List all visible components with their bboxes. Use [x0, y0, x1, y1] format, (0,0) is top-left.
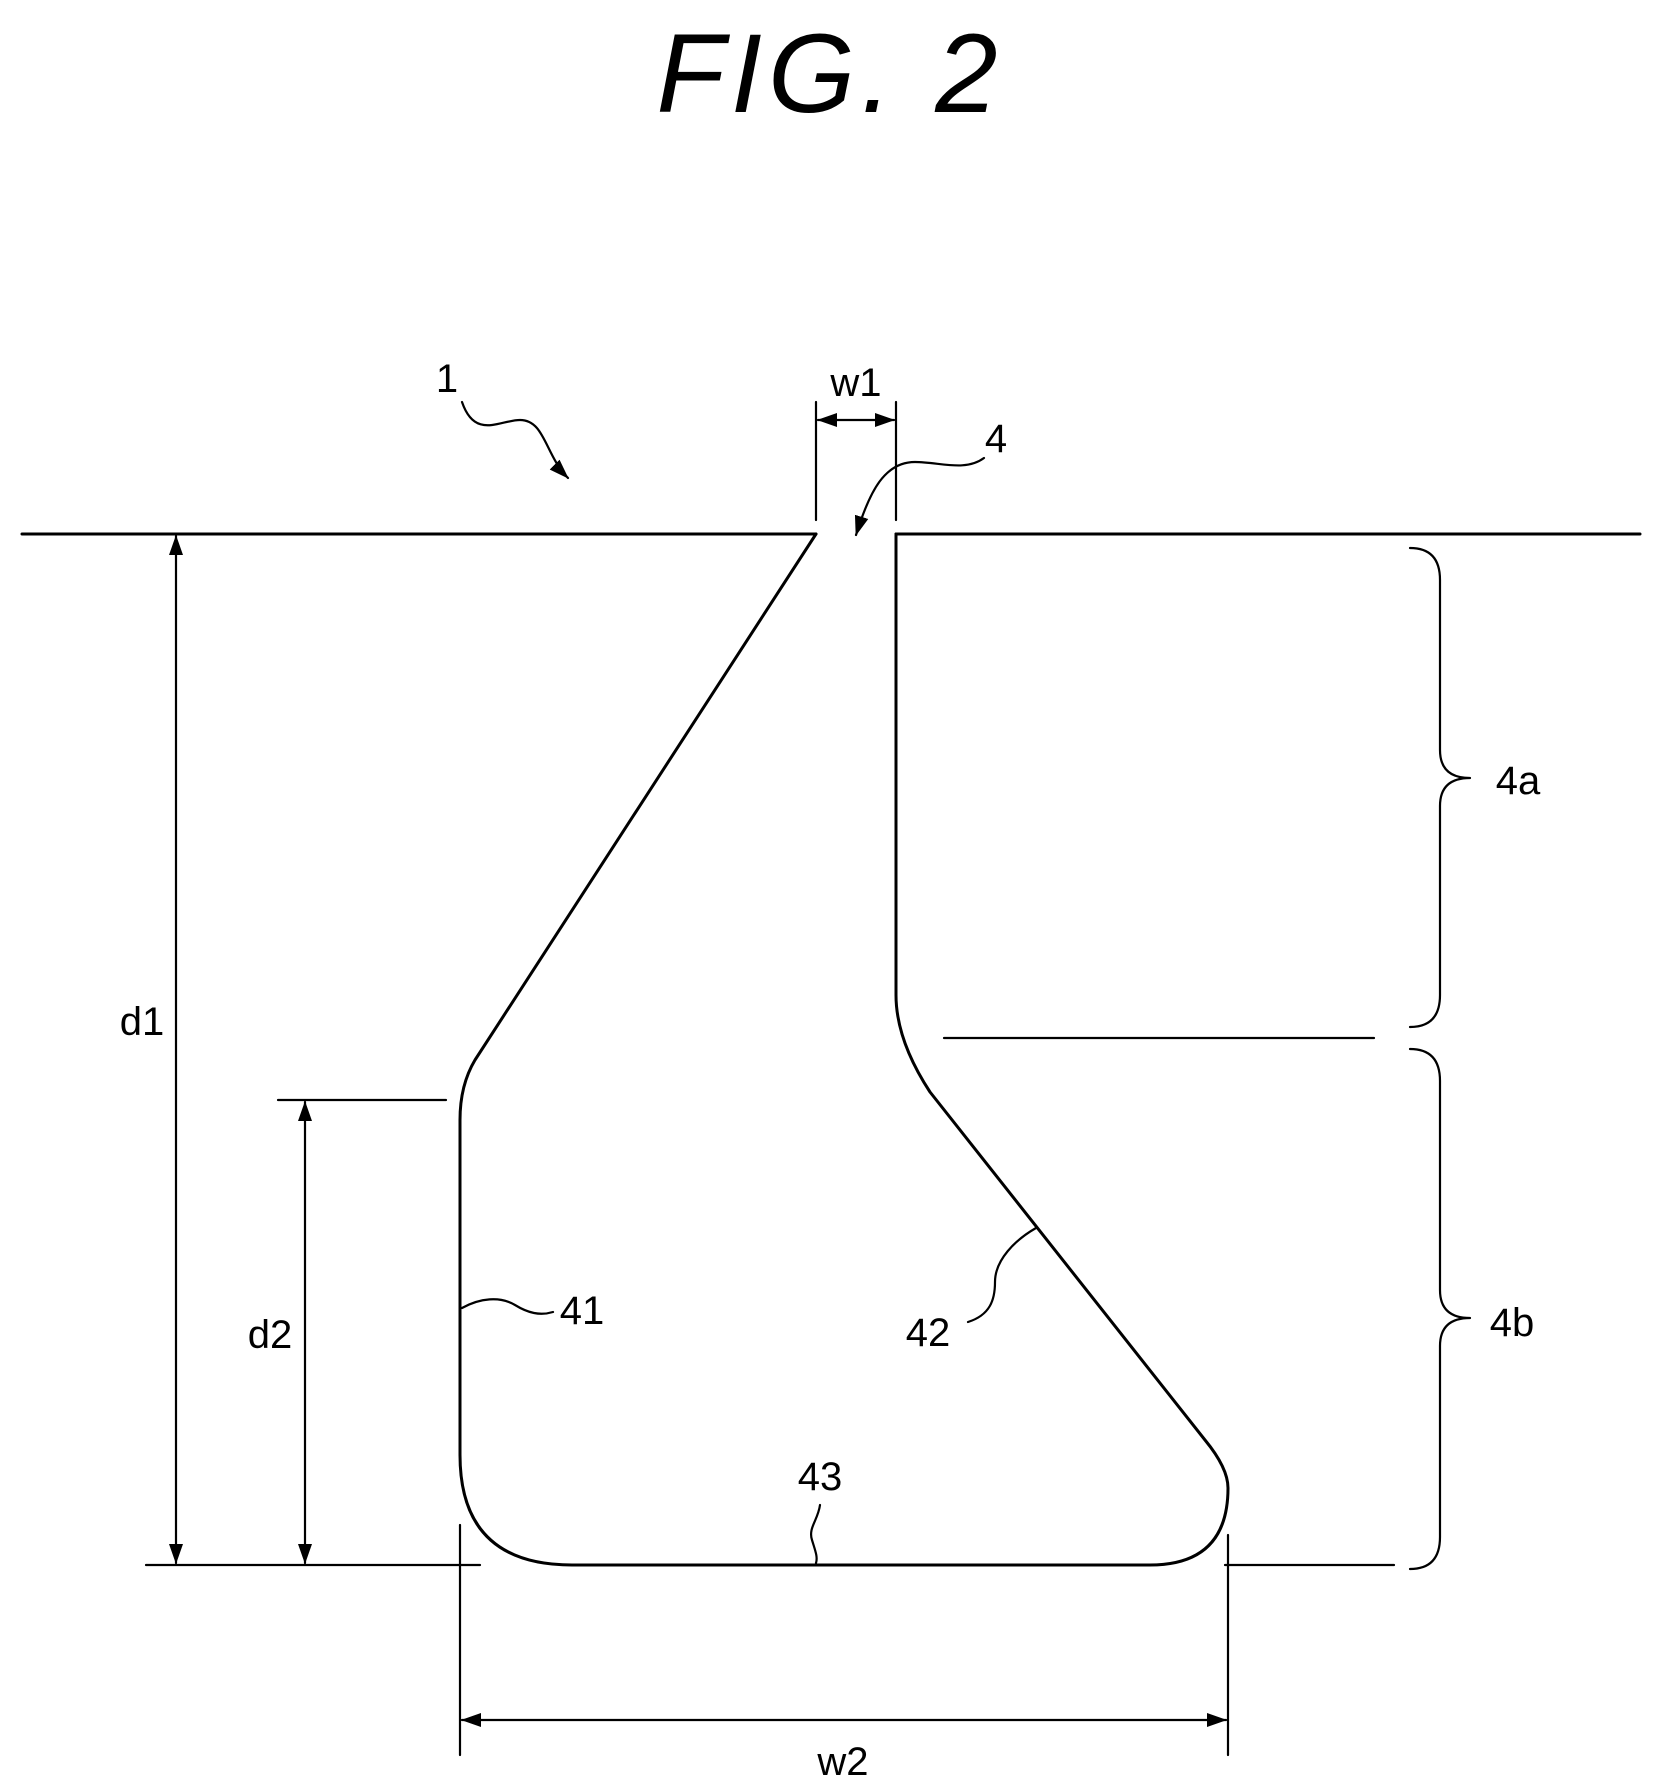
upper-portion-brace — [1410, 548, 1470, 1027]
lower-portion-brace — [1410, 1049, 1470, 1569]
label-side-wall-inclined: 42 — [906, 1311, 951, 1355]
label-groove: 4 — [985, 417, 1007, 461]
label-d2: d2 — [248, 1313, 293, 1357]
workpiece-leader-arrow — [462, 402, 568, 478]
label-43-leader — [811, 1505, 820, 1563]
label-42-leader — [968, 1228, 1036, 1322]
label-d1: d1 — [120, 1000, 165, 1044]
label-upper-portion: 4a — [1496, 759, 1541, 803]
label-lower-portion: 4b — [1490, 1301, 1535, 1345]
label-w1: w1 — [829, 361, 881, 405]
label-workpiece: 1 — [436, 357, 458, 401]
figure-title: FIG. 2 — [656, 11, 1003, 136]
groove-outline — [460, 534, 1228, 1565]
label-bottom: 43 — [798, 1455, 843, 1499]
label-41-leader — [462, 1299, 553, 1314]
groove-leader-arrow — [856, 458, 984, 535]
label-side-wall-vertical: 41 — [560, 1289, 605, 1333]
label-w2: w2 — [816, 1740, 868, 1784]
